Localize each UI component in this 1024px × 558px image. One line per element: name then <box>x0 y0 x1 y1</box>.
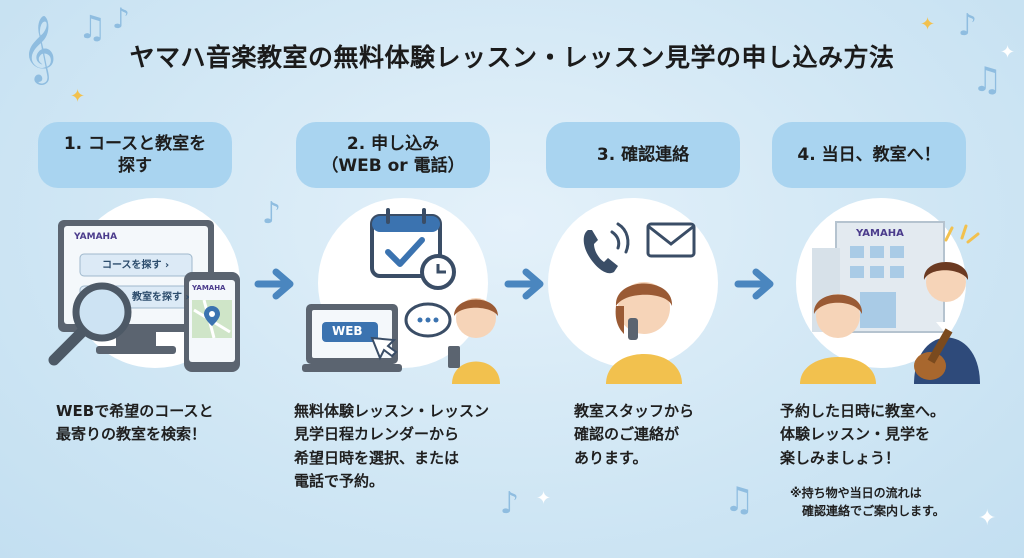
step-2-description: 無料体験レッスン・レッスン 見学日程カレンダーから 希望日時を選択、または 電話… <box>294 402 490 490</box>
phone-icon <box>583 230 618 274</box>
music-note-icon: ♪ <box>500 486 520 521</box>
calendar-icon <box>370 208 442 278</box>
sparkle-icon: ✦ <box>978 506 997 531</box>
map-pin-icon <box>204 306 220 326</box>
music-note-icon: ♪ <box>262 196 282 231</box>
page-title: ヤマハ音楽教室の無料体験レッスン・レッスン見学の申し込み方法 <box>129 43 895 72</box>
footnote: ※持ち物や当日の流れは 確認連絡でご案内します。 <box>790 486 945 518</box>
building-brand-logo: YAMAHA <box>856 228 904 239</box>
pointer-hand-icon <box>370 336 398 361</box>
arrow-right-icon <box>254 268 294 300</box>
music-note-icon: ♫ <box>972 60 1003 100</box>
monitor-brand-logo: YAMAHA <box>74 232 118 242</box>
sparkle-icon: ✦ <box>70 86 86 107</box>
step-1-description: WEBで希望のコースと 最寄りの教室を検索！ <box>56 402 214 444</box>
step-4-heading: 4. 当日、教室へ！ <box>772 122 966 188</box>
classroom-search-button: 教室を探す › <box>132 292 190 303</box>
music-note-icon: ♪ <box>958 8 978 43</box>
web-button-label: WEB <box>332 324 363 338</box>
sparkle-icon: ✦ <box>1000 42 1016 63</box>
clock-icon <box>420 254 456 290</box>
step-1-heading: 1. コースと教室を 探す <box>38 122 232 188</box>
step-2-heading: 2. 申し込み （WEB or 電話） <box>296 122 490 188</box>
step-2-illustration: WEB <box>302 208 512 384</box>
music-note-icon: ♫ <box>724 480 755 520</box>
course-search-button: コースを探す › <box>102 260 170 271</box>
sparkle-icon: ✦ <box>920 14 936 35</box>
music-note-icon: ♪ <box>112 2 130 35</box>
phone-brand-logo: YAMAHA <box>192 284 226 292</box>
sparkle-icon: ✦ <box>536 488 552 509</box>
step-3-description: 教室スタッフから 確認のご連絡が あります。 <box>574 402 695 467</box>
step-3-illustration <box>576 210 708 384</box>
envelope-icon <box>646 222 696 258</box>
music-note-icon: ♫ <box>78 8 107 46</box>
chat-bubble-icon <box>404 302 452 338</box>
arrow-right-icon <box>734 268 774 300</box>
search-icon <box>72 282 132 342</box>
step-3-heading: 3. 確認連絡 <box>546 122 740 188</box>
step-1-illustration: YAMAHA コースを探す › 教室を探す › YAMAHA <box>44 214 250 380</box>
arrow-right-icon <box>504 268 544 300</box>
treble-clef-icon: 𝄞 <box>22 14 57 82</box>
step-4-illustration: YAMAHA <box>796 210 992 384</box>
step-4-description: 予約した日時に教室へ。 体験レッスン・見学を 楽しみましょう！ <box>780 402 946 467</box>
